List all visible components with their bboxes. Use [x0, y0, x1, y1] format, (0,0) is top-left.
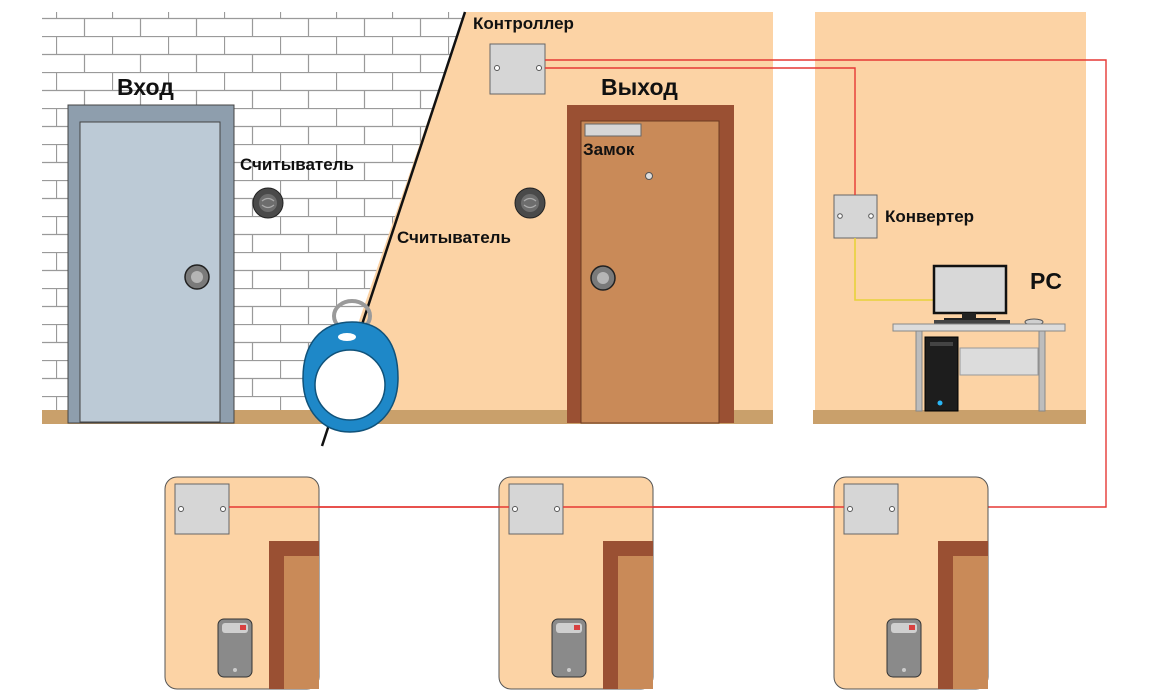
controller-bus-wire: [545, 59, 1107, 508]
door-panel-2: [498, 476, 654, 690]
keyboard: [934, 320, 1010, 325]
key-fob-icon: [302, 299, 399, 433]
pc-room-floor: [813, 410, 1086, 424]
reader-icon: [514, 187, 546, 219]
lock-device: [584, 123, 642, 137]
controller-converter-wire: [545, 67, 856, 195]
reader-exit-label: Считыватель: [397, 228, 511, 247]
lock-label: Замок: [583, 140, 635, 159]
desk-top: [892, 323, 1066, 332]
pc-label: PC: [1030, 268, 1062, 294]
reader-entrance-label: Считыватель: [240, 155, 354, 174]
reader-icon: [217, 618, 253, 678]
door-panel-1: [164, 476, 320, 690]
converter-pc-wire: [854, 238, 940, 301]
exit-door: [567, 105, 734, 424]
desktop-computer-icon: [892, 264, 1066, 412]
entrance-door: [67, 104, 235, 424]
exit-label: Выход: [601, 74, 678, 100]
controller-box: [489, 43, 546, 95]
controller-label: Контроллер: [473, 14, 574, 33]
converter-label: Конвертер: [885, 207, 975, 226]
converter-box: [833, 194, 878, 239]
system-unit: [924, 336, 959, 412]
reader-icon: [551, 618, 587, 678]
reader-icon: [886, 618, 922, 678]
entrance-label: Вход: [117, 74, 174, 100]
reader-icon: [252, 187, 284, 219]
door-panel-3: [833, 476, 989, 690]
monitor: [932, 264, 1008, 315]
keyhole: [645, 172, 653, 180]
